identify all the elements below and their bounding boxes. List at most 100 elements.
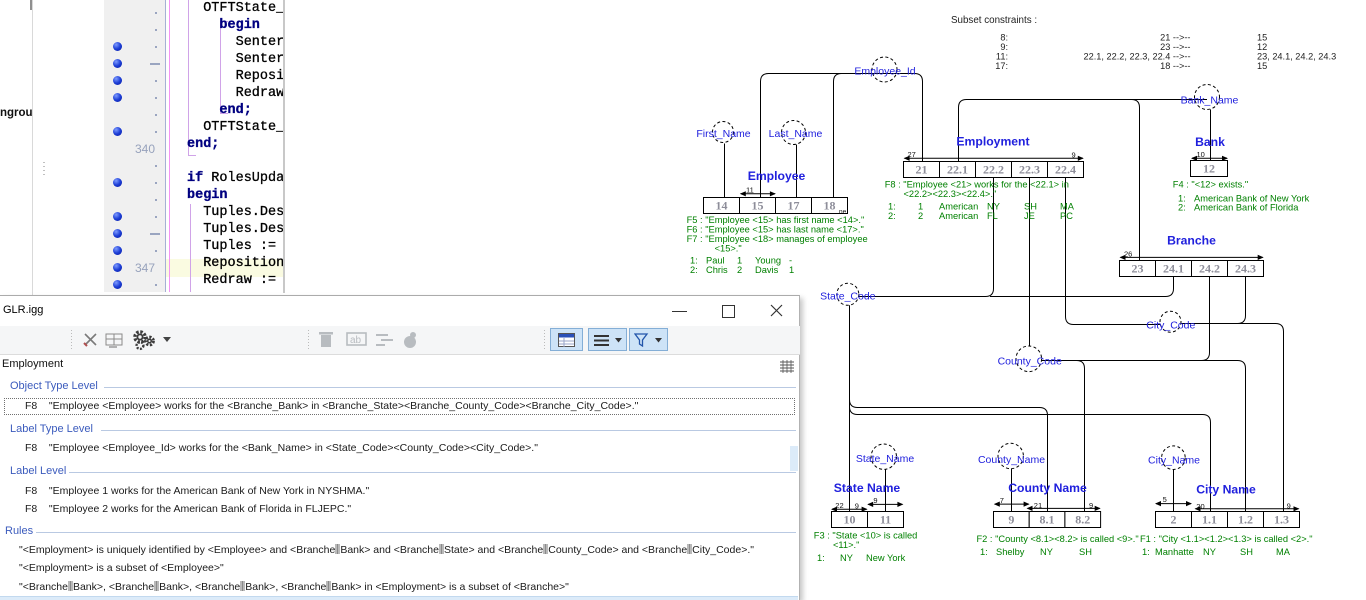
svg-text:Employee_Id: Employee_Id <box>854 66 915 78</box>
svg-text:2: 2 <box>1171 512 1177 526</box>
svg-text:1:: 1: <box>817 553 825 563</box>
svg-text:F3 : "State <10> is called: F3 : "State <10> is called <box>814 531 918 541</box>
svg-text:F6 : "Employee <15> has last n: F6 : "Employee <15> has last name <17>." <box>687 225 864 235</box>
svg-text:City_Code: City_Code <box>1146 320 1195 332</box>
svg-text:9: 9 <box>1287 502 1291 511</box>
svg-text:12: 12 <box>1203 161 1215 175</box>
svg-text:F7 : "Employee <18> manages of: F7 : "Employee <18> manages of employee <box>687 234 868 244</box>
svg-text:9: 9 <box>1072 151 1076 160</box>
svg-text:Bank: Bank <box>1195 135 1225 149</box>
svg-text:22: 22 <box>835 501 843 510</box>
svg-text:1: 1 <box>737 255 742 265</box>
svg-text:27: 27 <box>908 150 916 159</box>
svg-text:Branche: Branche <box>1167 234 1216 248</box>
svg-text:American Bank of Florida: American Bank of Florida <box>1194 202 1299 212</box>
svg-text:JE: JE <box>1024 211 1035 221</box>
svg-text:F2 : "County <8.1><8.2> is cal: F2 : "County <8.1><8.2> is called <9>." <box>977 534 1139 544</box>
svg-text:7: 7 <box>1000 496 1004 505</box>
svg-text:County Name: County Name <box>1008 481 1087 495</box>
svg-text:State_Name: State_Name <box>856 453 915 465</box>
svg-text:9: 9 <box>1008 512 1014 526</box>
svg-text:Subset constraints :: Subset constraints : <box>951 15 1037 26</box>
svg-text:23: 23 <box>1132 261 1144 275</box>
svg-text:2:: 2: <box>690 265 698 275</box>
svg-text:22.3: 22.3 <box>1019 162 1040 176</box>
svg-text:Paul: Paul <box>706 255 725 265</box>
svg-text:MA: MA <box>1276 547 1291 557</box>
svg-text:24.1: 24.1 <box>1163 261 1184 275</box>
svg-text:-: - <box>789 255 792 265</box>
svg-text:1:: 1: <box>1178 194 1186 204</box>
svg-text:Manhatte: Manhatte <box>1155 547 1194 557</box>
svg-text:24.3: 24.3 <box>1235 261 1256 275</box>
svg-text:American Bank of New York: American Bank of New York <box>1194 194 1310 204</box>
svg-text:11:: 11: <box>996 51 1008 61</box>
svg-text:<22.2><22.3><22.4>.": <22.2><22.3><22.4>." <box>904 189 997 199</box>
svg-text:American: American <box>939 202 978 212</box>
svg-text:Davis: Davis <box>755 265 779 275</box>
svg-text:Employee: Employee <box>748 169 806 183</box>
svg-text:NY: NY <box>840 553 853 563</box>
svg-text:NY: NY <box>987 202 1000 212</box>
svg-text:F8 : "Employee <21> works for: F8 : "Employee <21> works for the <22.1>… <box>885 180 1069 190</box>
svg-text:1:: 1: <box>690 255 698 265</box>
svg-text:Bank_Name: Bank_Name <box>1181 95 1239 107</box>
svg-text:17:: 17: <box>995 61 1008 71</box>
svg-text:15: 15 <box>1257 33 1267 43</box>
svg-text:1: 1 <box>918 202 923 212</box>
svg-text:15: 15 <box>1257 61 1267 71</box>
svg-text:Young: Young <box>755 255 781 265</box>
svg-text:14: 14 <box>716 198 728 212</box>
svg-text:NY: NY <box>1040 547 1053 557</box>
svg-text:1:: 1: <box>1142 547 1150 557</box>
svg-text:8.1: 8.1 <box>1040 512 1055 526</box>
svg-text:County_Name: County_Name <box>978 454 1045 466</box>
svg-text:21 -->--: 21 -->-- <box>1160 33 1190 43</box>
svg-text:9: 9 <box>873 496 877 505</box>
svg-text:City_Name: City_Name <box>1148 455 1200 467</box>
svg-text:12: 12 <box>1257 42 1267 52</box>
svg-text:SH: SH <box>1079 547 1092 557</box>
svg-text:1.3: 1.3 <box>1274 512 1289 526</box>
svg-text:<11>.": <11>." <box>833 540 859 550</box>
svg-text:5: 5 <box>1163 495 1167 504</box>
svg-text:10: 10 <box>1197 150 1205 159</box>
svg-text:23, 24.1, 24.2, 24.3: 23, 24.1, 24.2, 24.3 <box>1257 51 1336 61</box>
svg-text:First_Name: First_Name <box>696 128 750 140</box>
svg-text:1: 1 <box>789 265 794 275</box>
svg-text:1.2: 1.2 <box>1238 512 1253 526</box>
svg-text:F5 : "Employee <15> has first: F5 : "Employee <15> has first name <14>.… <box>687 215 865 225</box>
svg-text:F1 : "City <1.1><1.2><1.3> is: F1 : "City <1.1><1.2><1.3> is called <2>… <box>1140 534 1313 544</box>
svg-text:Last_Name: Last_Name <box>769 128 823 140</box>
svg-text:24.2: 24.2 <box>1199 261 1220 275</box>
svg-text:ne: ne <box>839 209 847 216</box>
svg-text:FL: FL <box>987 211 998 221</box>
svg-text:State Name: State Name <box>834 481 901 495</box>
svg-text:MA: MA <box>1060 202 1075 212</box>
svg-text:2: 2 <box>737 265 742 275</box>
svg-text:8:: 8: <box>1000 33 1008 43</box>
svg-text:11: 11 <box>880 512 891 526</box>
svg-text:American: American <box>939 211 978 221</box>
svg-text:PC: PC <box>1060 211 1073 221</box>
svg-text:8.2: 8.2 <box>1075 512 1090 526</box>
svg-text:22.1, 22.2, 22.3, 22.4 -->--: 22.1, 22.2, 22.3, 22.4 -->-- <box>1084 51 1191 61</box>
svg-text:2:: 2: <box>888 211 896 221</box>
svg-text:21: 21 <box>916 162 928 176</box>
svg-text:Shelby: Shelby <box>996 547 1025 557</box>
svg-text:10: 10 <box>844 512 856 526</box>
svg-text:22.2: 22.2 <box>983 162 1004 176</box>
svg-text:State_Code: State_Code <box>820 291 876 303</box>
svg-text:15: 15 <box>752 198 764 212</box>
svg-text:1:: 1: <box>980 547 988 557</box>
svg-text:20: 20 <box>1196 502 1204 511</box>
svg-text:F4 : "<12> exists.": F4 : "<12> exists." <box>1173 179 1248 189</box>
svg-text:9: 9 <box>1089 501 1093 510</box>
svg-text:County_Code: County_Code <box>998 356 1062 368</box>
svg-text:22.4: 22.4 <box>1055 162 1076 176</box>
svg-text:SH: SH <box>1240 547 1253 557</box>
svg-text:Employment: Employment <box>956 135 1029 149</box>
svg-text:9: 9 <box>855 502 859 511</box>
svg-text:17: 17 <box>788 198 800 212</box>
svg-text:21: 21 <box>1034 501 1042 510</box>
